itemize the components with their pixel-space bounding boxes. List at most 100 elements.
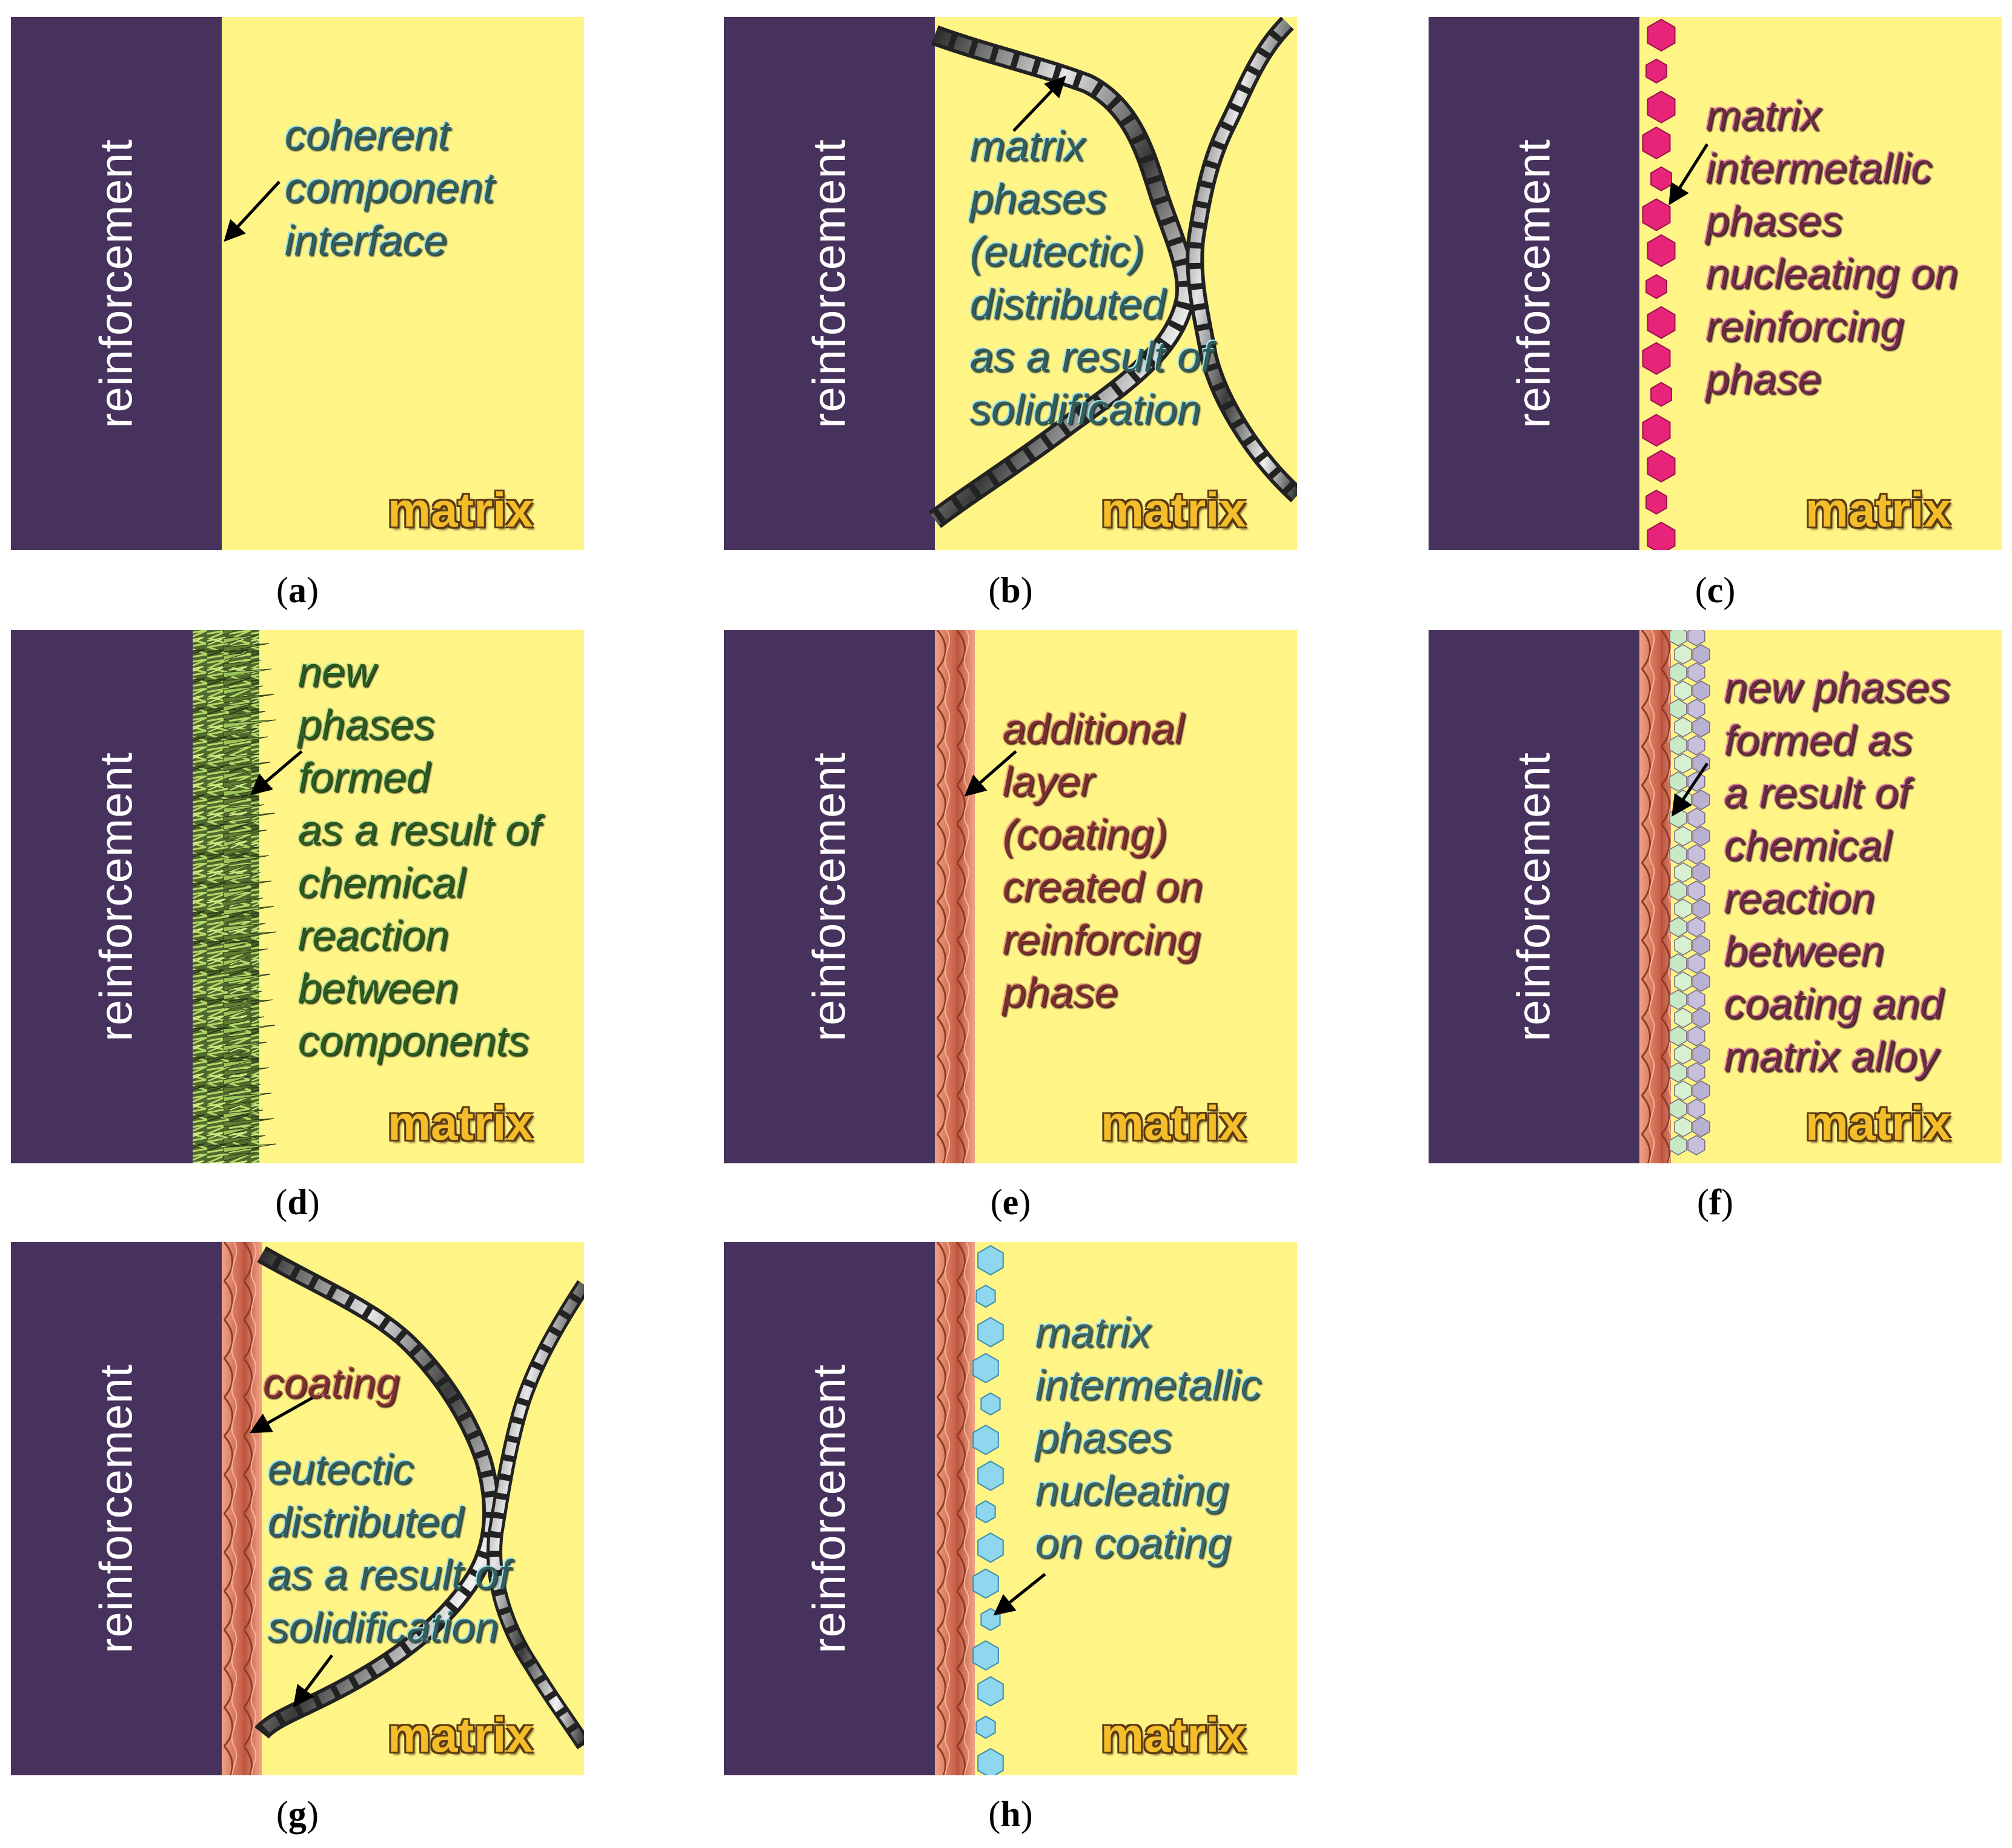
panel-e-graphics — [935, 630, 1017, 1163]
reaction-spike — [222, 872, 261, 882]
reaction-spike — [222, 736, 268, 746]
reaction-phase-particle — [1674, 717, 1692, 737]
reaction-phase-particle — [1669, 989, 1687, 1010]
reaction-phase-particle — [1674, 753, 1692, 774]
reaction-spike — [222, 685, 264, 695]
reaction-phase-particle — [1687, 844, 1705, 865]
reaction-spike — [222, 804, 265, 814]
coating-layer — [935, 1242, 975, 1775]
caption-a: (a) — [276, 570, 319, 610]
reaction-spike — [222, 1152, 257, 1162]
reaction-spike — [222, 1143, 277, 1153]
reaction-spike — [222, 999, 273, 1009]
intermetallic-particle — [1647, 18, 1676, 52]
reaction-phase-particles — [1669, 630, 1710, 1155]
reinforcement-block: reinforcement — [724, 630, 935, 1163]
intermetallic-particle — [972, 1568, 999, 1599]
reaction-phase-particle — [1674, 1117, 1692, 1137]
eutectic-arrow — [293, 1654, 333, 1707]
reaction-spike — [222, 1092, 272, 1102]
panel-f: reinforcement new phases formed as a res… — [1429, 630, 2002, 1163]
reaction-phase-arrow — [250, 750, 303, 796]
reaction-spike — [222, 770, 251, 780]
reaction-spike — [222, 855, 270, 865]
reaction-spike — [222, 1109, 264, 1119]
reaction-phase-particle — [1669, 917, 1687, 937]
caption-b: (b) — [988, 570, 1033, 610]
reaction-spike — [222, 965, 260, 975]
reaction-phase-spikes — [222, 630, 277, 1162]
reaction-phase-particle — [1692, 1080, 1710, 1101]
annotation-text: matrix intermetallic phases nucleating o… — [1706, 92, 1959, 403]
intermetallic-particle — [975, 1285, 996, 1308]
matrix-label: matrix — [387, 1708, 533, 1762]
intermetallic-particle — [1647, 90, 1676, 124]
reaction-spike — [222, 1050, 248, 1060]
reaction-phase-particle — [1687, 917, 1705, 937]
intermetallic-particle — [972, 1424, 999, 1455]
intermetallic-particle — [977, 1245, 1004, 1276]
panel-e: reinforcement additional layer (coating)… — [724, 630, 1297, 1163]
reaction-spike — [222, 889, 253, 899]
reinforcement-block: reinforcement — [11, 17, 222, 550]
panel-c: reinforcement matrix intermetallic phase… — [1429, 17, 2002, 550]
reaction-phase-particle — [1669, 1026, 1687, 1046]
reaction-spike — [222, 829, 267, 839]
panel-a: reinforcement coherent component interfa… — [11, 17, 584, 550]
eutectic-ribbon-highlight — [490, 1281, 584, 1748]
reaction-spike — [222, 668, 272, 678]
reaction-phase-particle — [1674, 644, 1692, 665]
reaction-phase-particle — [1669, 1135, 1687, 1155]
intermetallic-particle — [975, 1715, 996, 1739]
reaction-spike — [222, 813, 276, 822]
reaction-spike — [222, 1008, 254, 1017]
reaction-spike — [222, 906, 274, 916]
panel-c-graphics — [1642, 18, 1709, 550]
reaction-phase-particle — [1687, 989, 1705, 1010]
reaction-phase-particle — [1674, 680, 1692, 701]
annotation-text: coherent component interface — [285, 111, 495, 264]
reaction-spike — [222, 745, 249, 754]
reinforcement-block: reinforcement — [1429, 630, 1639, 1163]
matrix-label: matrix — [387, 483, 533, 537]
intermetallic-particle — [975, 1500, 996, 1524]
intermetallic-particle — [1645, 58, 1667, 84]
panel-g-graphics — [222, 1242, 584, 1775]
caption-g: (g) — [276, 1794, 319, 1834]
reaction-phase-particle — [1687, 1098, 1705, 1119]
intermetallic-particle — [1642, 413, 1671, 447]
reaction-phase-particle — [1687, 1135, 1705, 1155]
intermetallic-particle — [1642, 198, 1671, 231]
coating-arrow — [249, 1392, 321, 1434]
intermetallic-particles — [1642, 18, 1676, 550]
annotation-text: new phases formed as a result of chemica… — [298, 648, 541, 1065]
intermetallic-particle — [1645, 490, 1667, 515]
reaction-spike — [222, 940, 257, 949]
intermetallic-particle — [980, 1392, 1001, 1416]
annotation-text: eutectic distributed as a result of soli… — [268, 1446, 511, 1651]
eutectic-ribbon-highlight — [257, 1249, 497, 1737]
reaction-spike — [222, 702, 255, 712]
reaction-phase-particle — [1669, 953, 1687, 974]
reaction-spike — [222, 677, 253, 686]
reaction-spike — [222, 948, 268, 958]
reinforcement-block: reinforcement — [1429, 17, 1639, 550]
reaction-phase-particle — [1669, 630, 1687, 646]
annotation-text: matrix phases (eutectic) distributed as … — [970, 122, 1213, 433]
reaction-spike — [222, 651, 250, 661]
reaction-phase-particle — [1692, 899, 1710, 919]
reaction-spike — [222, 880, 272, 890]
reaction-phase-particle — [1674, 1044, 1692, 1065]
reaction-spike — [222, 1025, 276, 1034]
reaction-phase-particle — [1674, 1080, 1692, 1101]
reaction-phase-particle — [1687, 1062, 1705, 1083]
panel-d: reinforcement new phases formed as a res… — [11, 630, 584, 1163]
intermetallic-particle — [977, 1460, 1004, 1491]
coating-label: coating — [263, 1360, 400, 1407]
reaction-phase-particle — [1674, 899, 1692, 919]
matrix-label: matrix — [1805, 1096, 1951, 1150]
intermetallic-particles — [972, 1245, 1004, 1775]
reinforcement-block: reinforcement — [11, 1242, 222, 1775]
panel-d-graphics — [193, 630, 303, 1163]
reaction-phase-particle — [1687, 662, 1705, 683]
